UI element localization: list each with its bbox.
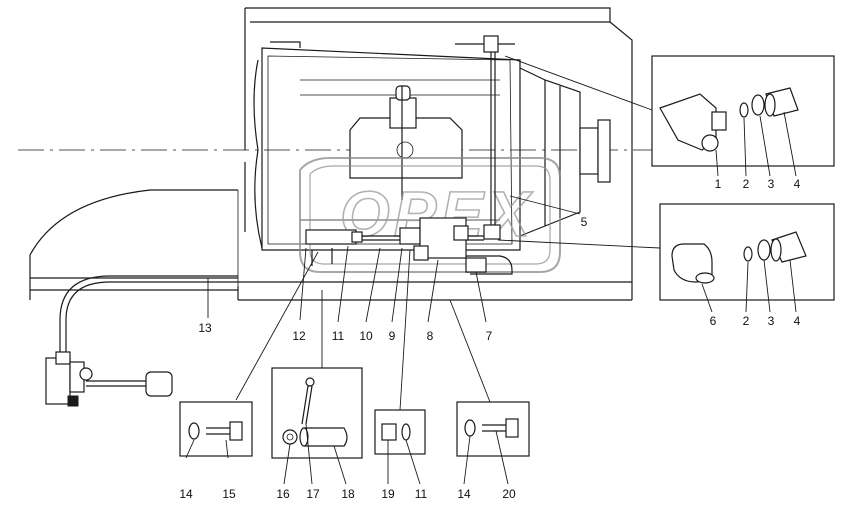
leader-17 xyxy=(305,423,313,485)
leader-11 xyxy=(337,245,349,323)
gearbox-housing xyxy=(253,41,611,251)
leader-2a xyxy=(743,117,747,177)
detail-box-fitting-1 xyxy=(651,55,835,167)
leader-16 xyxy=(283,443,291,485)
leader-14b xyxy=(463,435,471,485)
detail-box-bolt-15 xyxy=(179,401,253,457)
callout-14-right: 14 xyxy=(457,487,471,501)
callout-6: 6 xyxy=(710,314,717,328)
leader-3b xyxy=(763,259,771,313)
callout-11: 11 xyxy=(332,329,345,343)
callout-15: 15 xyxy=(222,487,236,501)
leader-20 xyxy=(495,430,509,485)
shift-tower xyxy=(349,85,463,200)
leader-bolt-20 xyxy=(449,299,491,403)
callout-2-top: 2 xyxy=(743,177,750,191)
leader-7 xyxy=(475,271,487,323)
detail-box-nut-19 xyxy=(374,409,426,455)
leader-fitting-6 xyxy=(497,239,661,249)
cab-outline xyxy=(29,189,239,300)
callout-5: 5 xyxy=(581,215,588,229)
callout-16: 16 xyxy=(276,487,290,501)
callout-2-bottom: 2 xyxy=(743,314,750,328)
leader-6 xyxy=(701,283,713,313)
shift-lever-assembly xyxy=(45,275,238,407)
leader-4a xyxy=(783,111,797,177)
callout-4-bottom: 4 xyxy=(794,314,801,328)
detail-box-pin-18 xyxy=(271,367,363,459)
leader-15 xyxy=(225,439,229,459)
callout-17: 17 xyxy=(306,487,320,501)
leader-2b xyxy=(745,261,749,313)
callout-14-left: 14 xyxy=(179,487,193,501)
air-line-assembly xyxy=(305,35,515,275)
callout-9: 9 xyxy=(389,329,396,343)
leader-18 xyxy=(333,445,347,485)
callout-18: 18 xyxy=(341,487,355,501)
callout-11-bottom: 11 xyxy=(415,487,428,501)
callout-19: 19 xyxy=(381,487,395,501)
leader-5 xyxy=(509,195,581,215)
leader-4b xyxy=(789,259,797,313)
callout-labels: 1 2 3 4 5 6 2 3 4 7 8 9 10 11 12 13 14 1… xyxy=(179,177,800,501)
callout-10: 10 xyxy=(359,329,373,343)
leader-fitting-1 xyxy=(504,55,653,111)
leader-nut-19 xyxy=(399,249,411,411)
callout-1: 1 xyxy=(715,177,722,191)
vehicle-frame xyxy=(237,7,633,301)
leader-12 xyxy=(299,247,307,321)
callout-3-top: 3 xyxy=(768,177,775,191)
callout-12: 12 xyxy=(292,329,306,343)
leader-11b xyxy=(405,439,421,485)
leader-8 xyxy=(427,259,439,323)
leader-3a xyxy=(759,115,771,177)
callout-20: 20 xyxy=(502,487,516,501)
callout-7: 7 xyxy=(486,329,493,343)
leader-1 xyxy=(715,149,719,177)
callout-3-bottom: 3 xyxy=(768,314,775,328)
leader-bolt-15 xyxy=(235,251,319,401)
leader-14a xyxy=(185,439,195,459)
leader-10 xyxy=(365,247,381,323)
leader-9 xyxy=(391,247,403,323)
detail-box-bolt-20 xyxy=(456,401,530,457)
callout-8: 8 xyxy=(427,329,434,343)
callout-13: 13 xyxy=(198,321,212,335)
callout-4-top: 4 xyxy=(794,177,801,191)
